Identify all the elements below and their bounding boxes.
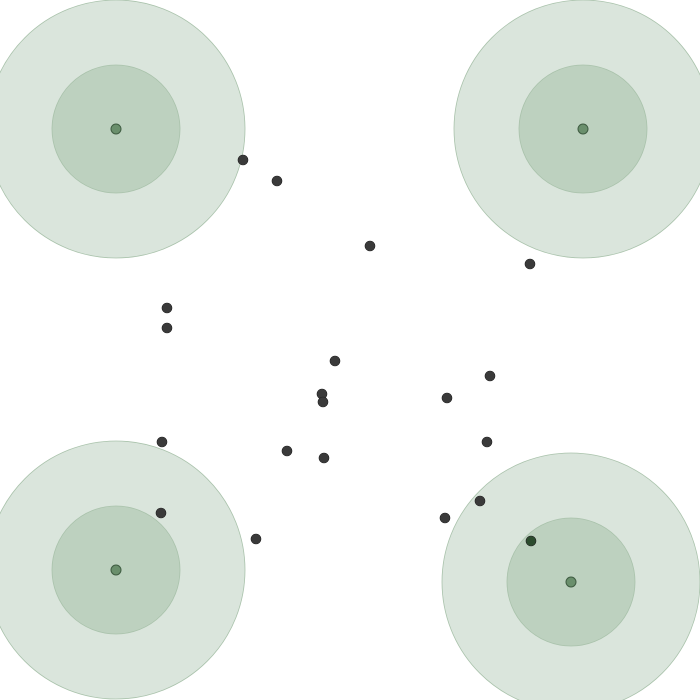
zone-center-dot-top-left: [110, 123, 122, 135]
agent-dot: [237, 154, 249, 166]
agent-dot: [484, 370, 496, 382]
agent-dot: [317, 396, 329, 408]
agent-dot: [481, 436, 493, 448]
agent-dot: [441, 392, 453, 404]
agent-dot: [161, 302, 173, 314]
agent-dot: [439, 512, 451, 524]
agent-dot: [474, 495, 486, 507]
agent-dot: [281, 445, 293, 457]
agent-dot: [329, 355, 341, 367]
agent-dot: [364, 240, 376, 252]
zone-center-dot-bottom-right: [565, 576, 577, 588]
agent-dot: [155, 507, 167, 519]
agent-dot: [318, 452, 330, 464]
agent-dot: [271, 175, 283, 187]
agent-dot: [250, 533, 262, 545]
zone-center-dot-bottom-left: [110, 564, 122, 576]
agent-dot: [161, 322, 173, 334]
agent-dot: [156, 436, 168, 448]
agent-dot: [524, 258, 536, 270]
zone-center-dot-top-right: [577, 123, 589, 135]
agent-dot: [525, 535, 537, 547]
